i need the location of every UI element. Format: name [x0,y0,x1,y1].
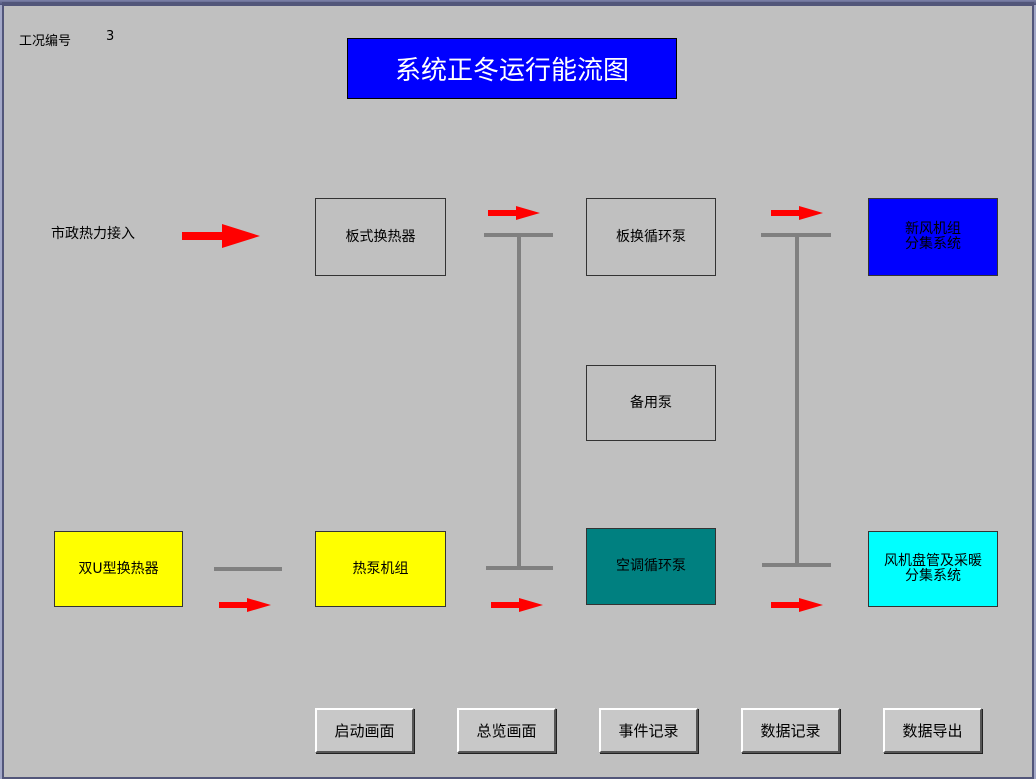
fan-coil-unit[interactable]: 风机盘管及采暖 分集系统 [868,531,998,607]
heat-pump-unit[interactable]: 热泵机组 [315,531,446,607]
event-log-button[interactable]: 事件记录 [599,708,698,753]
pipe-riser-1 [517,237,521,568]
pipe-header-1-top [484,233,553,237]
pipe-riser-2 [795,237,799,565]
fresh-air-unit-line1: 新风机组 [905,221,961,237]
arrow-icon-source [182,224,260,248]
overview-screen-button[interactable]: 总览画面 [457,708,556,753]
pipe-header-1-bottom [486,566,553,570]
arrow-icon-row1-b [771,206,823,220]
double-u-heat-exchanger[interactable]: 双U型换热器 [54,531,183,607]
pipe-ground-loop [214,567,282,571]
data-log-button[interactable]: 数据记录 [741,708,840,753]
double-u-heat-exchanger-label: 双U型换热器 [78,560,159,577]
fan-coil-unit-line1: 风机盘管及采暖 [884,553,982,569]
data-export-button[interactable]: 数据导出 [883,708,982,753]
page-title: 系统正冬运行能流图 [347,38,677,99]
pipe-header-2-bottom [762,563,831,567]
fresh-air-unit[interactable]: 新风机组 分集系统 [868,198,998,276]
plate-heat-exchanger-label: 板式换热器 [345,228,416,245]
condition-label: 工况编号 [19,34,72,49]
heat-pump-unit-label: 热泵机组 [352,560,409,577]
plate-circulation-pump-label: 板换循环泵 [616,228,686,245]
arrow-icon-row2-b [491,598,543,612]
plate-heat-exchanger[interactable]: 板式换热器 [315,198,446,276]
backup-pump[interactable]: 备用泵 [586,365,716,441]
arrow-icon-row1-a [488,206,540,220]
startup-screen-button[interactable]: 启动画面 [315,708,414,753]
arrow-icon-row2-a [219,598,271,612]
plate-circulation-pump[interactable]: 板换循环泵 [586,198,716,276]
ac-circulation-pump-label: 空调循环泵 [616,558,686,574]
condition-value: 3 [106,29,115,44]
arrow-icon-row2-c [771,598,823,612]
backup-pump-label: 备用泵 [630,394,672,411]
pipe-header-2-top [761,233,831,237]
fan-coil-unit-line2: 分集系统 [905,568,961,584]
fresh-air-unit-line2: 分集系统 [905,236,961,252]
ac-circulation-pump[interactable]: 空调循环泵 [586,528,716,605]
municipal-heat-label: 市政热力接入 [51,226,135,242]
